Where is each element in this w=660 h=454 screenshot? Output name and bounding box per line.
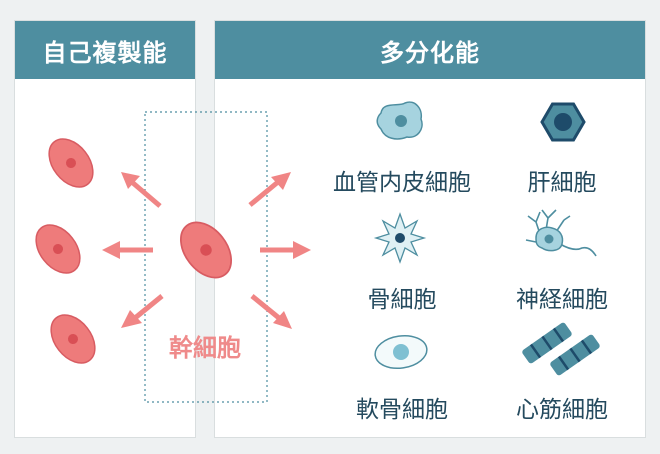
arrow-icon	[102, 241, 153, 259]
arrow-icon	[250, 294, 292, 329]
neuron-label: 神経細胞	[516, 287, 608, 313]
arrows	[102, 172, 311, 329]
arrow-icon	[260, 241, 311, 259]
stem-cell-label: 幹細胞	[169, 334, 241, 362]
pluripotency-title: 多分化能	[215, 21, 645, 79]
stem-cell-frame	[144, 111, 268, 403]
daughter-stem-cell	[39, 129, 103, 197]
pluripotency-panel: 多分化能	[214, 20, 646, 438]
arrow-icon	[121, 172, 162, 208]
star-cell-icon	[373, 212, 427, 264]
cardiomyocyte-label: 心筋細胞	[516, 397, 608, 423]
arrow-icon	[248, 172, 291, 207]
neuron-icon	[525, 209, 597, 257]
endothelial-cell-icon	[376, 101, 423, 140]
hexagon-cell-icon	[540, 102, 586, 142]
oval-cell-icon	[374, 334, 428, 370]
self-renewal-title: 自己複製能	[15, 21, 195, 79]
muscle-fiber-icon	[522, 322, 600, 376]
endothelial-cell-label: 血管内皮細胞	[333, 170, 471, 196]
osteocyte-label: 骨細胞	[367, 287, 437, 313]
chondrocyte-label: 軟骨細胞	[356, 397, 448, 423]
daughter-stem-cell	[41, 305, 105, 373]
daughter-stem-cell	[26, 215, 90, 283]
hepatocyte-label: 肝細胞	[527, 170, 597, 196]
arrow-icon	[121, 294, 164, 328]
stem-cell	[169, 211, 243, 289]
